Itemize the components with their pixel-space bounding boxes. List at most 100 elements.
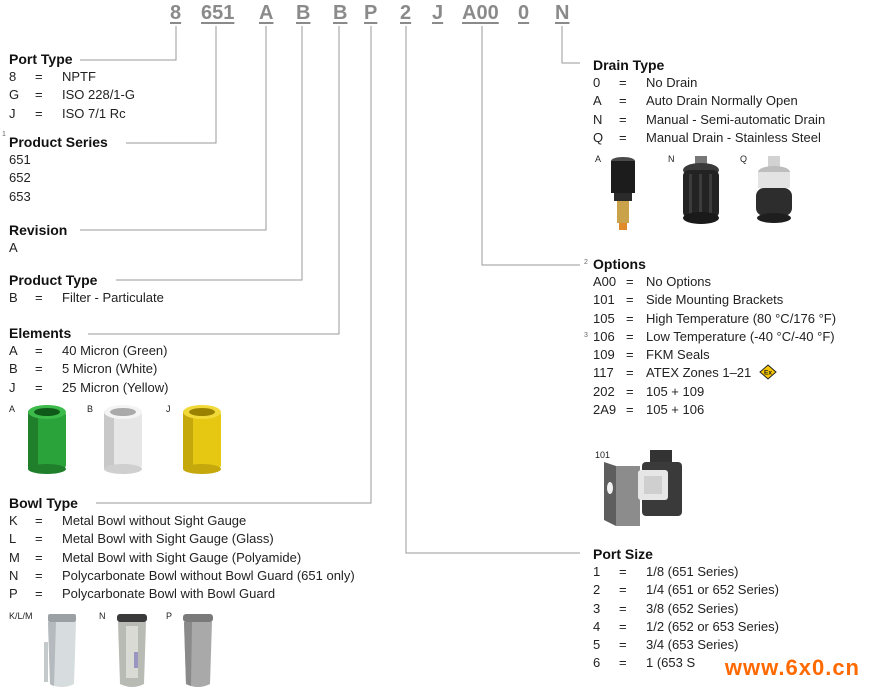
option-value: 105 + 106 bbox=[646, 402, 705, 418]
bowl-type-key: K bbox=[9, 513, 18, 528]
port-size-value: 1/8 (651 Series) bbox=[646, 564, 739, 579]
bowl-image-label: P bbox=[166, 611, 173, 621]
bowl-type-value: Metal Bowl without Sight Gauge bbox=[62, 513, 247, 528]
revision-item: A bbox=[9, 240, 18, 255]
semi-auto-drain-image bbox=[683, 156, 719, 224]
drain-type-key: A bbox=[593, 93, 602, 109]
drain-type-key: N bbox=[593, 111, 603, 127]
low-temp-footnote: 3 bbox=[584, 332, 588, 339]
drain-type-value: No Drain bbox=[646, 75, 698, 90]
revision-title: Revision bbox=[9, 222, 68, 238]
element-image-label: B bbox=[87, 404, 94, 414]
port-size-key: 4 bbox=[593, 618, 601, 634]
port-size-key: 6 bbox=[593, 655, 601, 671]
element-key: B bbox=[9, 361, 18, 377]
atex-ex-icon: Ex bbox=[759, 364, 777, 381]
bowl-type-key: M bbox=[9, 549, 20, 565]
element-key: A bbox=[9, 343, 18, 358]
product-series-item: 653 bbox=[9, 188, 31, 204]
white-element-image bbox=[104, 405, 142, 474]
port-type-value: ISO 228/1-G bbox=[62, 87, 135, 103]
code-revision: A bbox=[259, 2, 274, 24]
port-size-value: 1 (653 S bbox=[646, 655, 696, 671]
drain-type-section: Drain Type 0=No Drain A=Auto Drain Norma… bbox=[593, 57, 825, 147]
port-type-section: Port Type 8=NPTF G=ISO 228/1-G J=ISO 7/1… bbox=[9, 51, 135, 123]
code-drain: N bbox=[555, 2, 570, 24]
elements-section: Elements A=40 Micron (Green) B=5 Micron … bbox=[9, 325, 168, 397]
code-elements: B bbox=[333, 2, 348, 24]
port-size-section: Port Size 1=1/8 (651 Series) 2=1/4 (651 … bbox=[593, 546, 779, 673]
options-footnote: 2 bbox=[584, 259, 588, 266]
drain-type-value: Manual - Semi-automatic Drain bbox=[646, 111, 826, 127]
bowl-type-value: Metal Bowl with Sight Gauge (Polyamide) bbox=[62, 549, 302, 565]
port-size-key: 2 bbox=[593, 582, 601, 598]
product-series-item: 652 bbox=[9, 170, 31, 186]
drain-type-key: Q bbox=[593, 129, 604, 145]
port-size-key: 1 bbox=[593, 564, 601, 579]
port-type-key: 8 bbox=[9, 69, 17, 84]
port-size-title: Port Size bbox=[593, 546, 653, 562]
revision-section: Revision A bbox=[9, 222, 67, 257]
drain-type-key: 0 bbox=[593, 75, 601, 90]
port-type-key: J bbox=[9, 105, 16, 121]
polycarbonate-bowl-image bbox=[117, 614, 147, 687]
bowl-type-value: Metal Bowl with Sight Gauge (Glass) bbox=[62, 531, 274, 547]
code-option-slot: 0 bbox=[518, 2, 530, 24]
mounting-bracket-image bbox=[604, 450, 682, 526]
port-type-value: NPTF bbox=[62, 69, 96, 84]
bowl-type-value: Polycarbonate Bowl with Bowl Guard bbox=[62, 586, 276, 602]
option-value: FKM Seals bbox=[646, 347, 710, 363]
option-key: 109 bbox=[593, 347, 615, 363]
bowl-type-key: L bbox=[9, 531, 17, 547]
option-key: A00 bbox=[593, 274, 617, 289]
product-series-section: Product Series 651 652 653 bbox=[9, 134, 108, 206]
element-key: J bbox=[9, 379, 16, 395]
element-value: 40 Micron (Green) bbox=[62, 343, 168, 358]
option-key: 2A9 bbox=[593, 402, 617, 418]
option-key: 101 bbox=[593, 292, 615, 308]
option-image-label: 101 bbox=[595, 450, 611, 460]
port-size-key: 3 bbox=[593, 600, 601, 616]
bowl-image-label: K/L/M bbox=[9, 611, 33, 621]
auto-drain-image bbox=[611, 157, 635, 230]
drain-image-label: A bbox=[595, 154, 602, 164]
product-series-item: 651 bbox=[9, 152, 31, 167]
port-type-title: Port Type bbox=[9, 51, 73, 67]
option-key: 202 bbox=[593, 383, 615, 399]
bowl-image-label: N bbox=[99, 611, 106, 621]
element-value: 5 Micron (White) bbox=[62, 361, 158, 377]
code-options: A00 bbox=[462, 2, 499, 24]
options-section: Options A00=No Options 101=Side Mounting… bbox=[593, 256, 836, 419]
product-type-value: Filter - Particulate bbox=[62, 290, 164, 305]
element-image-label: A bbox=[9, 404, 16, 414]
bowl-type-value: Polycarbonate Bowl without Bowl Guard (6… bbox=[62, 567, 355, 583]
bowl-type-key: N bbox=[9, 567, 19, 583]
port-size-value: 3/4 (653 Series) bbox=[646, 637, 739, 653]
bowl-type-section: Bowl Type K=Metal Bowl without Sight Gau… bbox=[9, 495, 355, 603]
yellow-element-image bbox=[183, 405, 221, 474]
option-value: No Options bbox=[646, 274, 712, 289]
svg-text:Ex: Ex bbox=[764, 370, 772, 377]
element-image-label: J bbox=[166, 404, 171, 414]
element-value: 25 Micron (Yellow) bbox=[62, 379, 169, 395]
code-port-type: 8 bbox=[170, 2, 182, 24]
code-thread: J bbox=[432, 2, 444, 24]
port-size-value: 3/8 (652 Series) bbox=[646, 600, 739, 616]
product-type-key: B bbox=[9, 290, 18, 305]
option-value: High Temperature (80 °C/176 °F) bbox=[646, 310, 837, 326]
drain-type-value: Manual Drain - Stainless Steel bbox=[646, 129, 821, 145]
drain-type-value: Auto Drain Normally Open bbox=[646, 93, 798, 109]
product-type-section: Product Type B=Filter - Particulate bbox=[9, 272, 164, 307]
option-value: Low Temperature (-40 °C/-40 °F) bbox=[646, 328, 835, 344]
code-series: 651 bbox=[201, 2, 235, 24]
port-type-key: G bbox=[9, 87, 20, 103]
drain-image-label: N bbox=[668, 154, 675, 164]
option-key: 117 bbox=[593, 365, 614, 381]
code-product-type: B bbox=[296, 2, 311, 24]
option-value: 105 + 109 bbox=[646, 383, 705, 399]
stainless-drain-image bbox=[756, 156, 792, 223]
drain-type-title: Drain Type bbox=[593, 57, 665, 73]
product-series-title: Product Series bbox=[9, 134, 108, 150]
port-type-value: ISO 7/1 Rc bbox=[62, 105, 126, 121]
